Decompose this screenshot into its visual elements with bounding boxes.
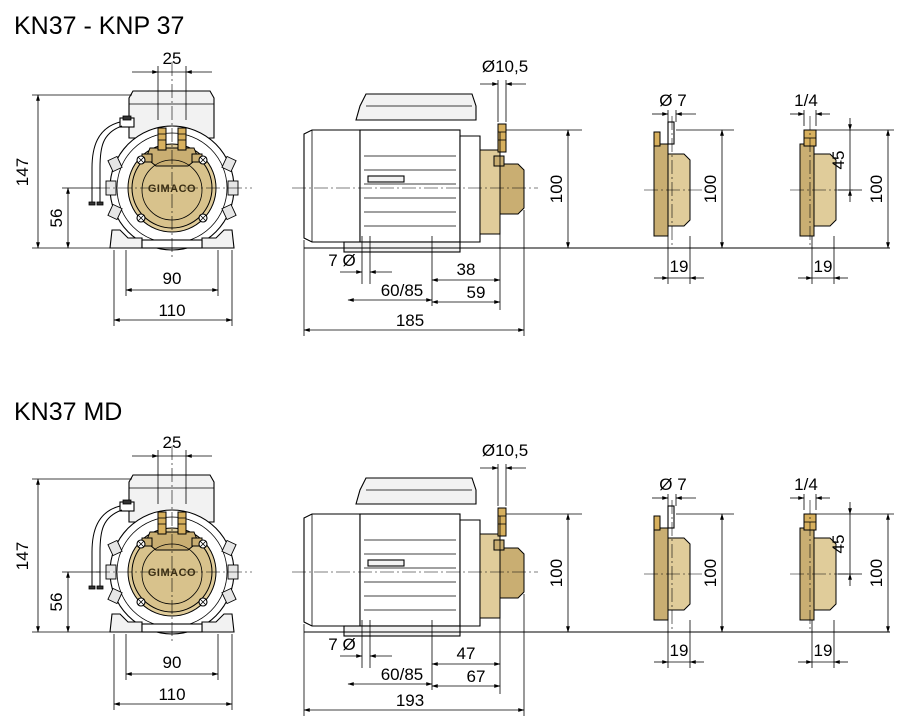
dim-thread: 1/4 <box>794 475 818 494</box>
dim-width: 19 <box>670 641 689 660</box>
dim-height: 100 <box>867 175 886 203</box>
dim-width-top: 25 <box>163 49 182 68</box>
side-view: Ø10,5 100 7 Ø 60/85 47 67 193 <box>291 441 890 716</box>
panel-bottom: KN37 MD 25 147 56 90 110 <box>13 398 894 716</box>
panel-title: KN37 - KNP 37 <box>14 12 184 40</box>
dim-height: 100 <box>867 559 886 587</box>
panel-title: KN37 MD <box>14 398 122 426</box>
dim-width-top: 25 <box>163 433 182 452</box>
dim-diameter: Ø 7 <box>659 91 686 110</box>
dim-foot-spacing: 90 <box>163 653 182 672</box>
dim-foot-spacing: 90 <box>163 269 182 288</box>
port-detail-2: 1/4 45 100 19 <box>789 475 894 668</box>
dim-base-width: 110 <box>158 685 185 704</box>
dim-width: 19 <box>814 641 833 660</box>
dim-diameter: Ø 7 <box>659 475 686 494</box>
dim-height-small: 45 <box>829 151 848 170</box>
dim-side-height: 100 <box>547 559 566 587</box>
dim-port-diameter: Ø10,5 <box>482 57 528 76</box>
dim-shaft-height: 56 <box>47 593 66 612</box>
dim-length: 193 <box>396 691 424 710</box>
dim-hole: 7 Ø <box>328 635 355 654</box>
port-detail-2: 1/4 45 100 19 <box>789 91 894 284</box>
dim-distance-b: 67 <box>467 667 486 686</box>
dim-width: 19 <box>670 257 689 276</box>
dim-shaft-height: 56 <box>47 209 66 228</box>
front-view: 25 147 56 90 110 GIMACO <box>13 49 252 326</box>
dim-height-total: 147 <box>13 158 32 186</box>
port-detail-1: Ø 7 100 19 <box>643 475 734 668</box>
dim-length: 185 <box>396 311 424 330</box>
front-view: 25 147 56 90 110 GIMACO <box>13 433 252 710</box>
dim-port-diameter: Ø10,5 <box>482 441 528 460</box>
dim-width: 19 <box>814 257 833 276</box>
brand-logo: GIMACO <box>148 567 196 579</box>
panel-top: KN37 - KNP 37 25 147 56 9 <box>13 12 894 336</box>
dim-height-small: 45 <box>829 535 848 554</box>
dim-foot-range: 60/85 <box>381 665 424 684</box>
dim-hole: 7 Ø <box>328 251 355 270</box>
dim-height: 100 <box>701 559 720 587</box>
dim-distance-b: 59 <box>467 283 486 302</box>
brand-logo: GIMACO <box>148 183 196 195</box>
dim-foot-range: 60/85 <box>381 281 424 300</box>
port-detail-1: Ø 7 100 19 <box>643 91 734 284</box>
dim-height-total: 147 <box>13 542 32 570</box>
dim-height: 100 <box>701 175 720 203</box>
dim-thread: 1/4 <box>794 91 818 110</box>
dim-distance-a: 47 <box>457 644 476 663</box>
dim-distance-a: 38 <box>457 260 476 279</box>
dim-base-width: 110 <box>158 301 185 320</box>
side-view: Ø10,5 100 7 Ø 60/85 38 59 <box>291 57 890 336</box>
dim-side-height: 100 <box>547 175 566 203</box>
